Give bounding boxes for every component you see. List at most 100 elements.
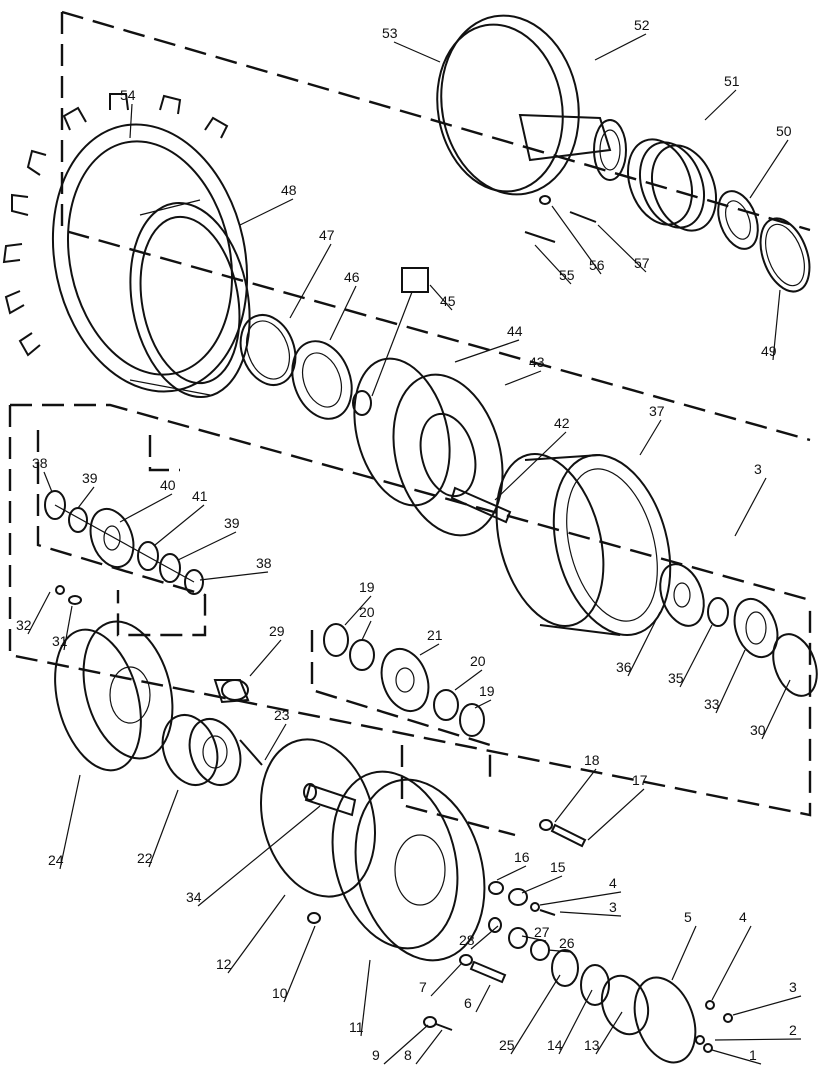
callout-3: 3 xyxy=(754,461,762,477)
callout-13: 13 xyxy=(584,1037,600,1053)
leader-line-10 xyxy=(283,925,316,1003)
ring-49 xyxy=(759,217,811,293)
leader-line-12 xyxy=(227,894,286,974)
seal-group xyxy=(627,138,717,232)
callout-48: 48 xyxy=(281,182,297,198)
callout-18: 18 xyxy=(584,752,600,768)
washer-31 xyxy=(68,595,82,605)
leader-line-4 xyxy=(711,925,752,1001)
callout-5: 5 xyxy=(684,909,692,925)
washer-18 xyxy=(539,819,553,831)
spacer-35 xyxy=(707,597,729,627)
callout-36: 36 xyxy=(616,659,632,675)
leader-line-31 xyxy=(63,605,73,651)
leader-line-26 xyxy=(547,949,572,953)
leader-line-33 xyxy=(715,649,746,714)
callout-39: 39 xyxy=(82,470,98,486)
callout-21: 21 xyxy=(427,627,443,643)
leader-line-39 xyxy=(177,531,237,561)
callout-11: 11 xyxy=(349,1019,364,1035)
leader-line-41 xyxy=(154,504,205,546)
callout-17: 17 xyxy=(632,772,648,788)
callout-57: 57 xyxy=(634,255,650,271)
o-ring-12 xyxy=(259,738,377,898)
callout-12: 12 xyxy=(216,956,232,972)
bearing-cup-47 xyxy=(239,314,297,386)
callout-51: 51 xyxy=(724,73,740,89)
callout-39: 39 xyxy=(224,515,240,531)
leader-line-57 xyxy=(597,224,647,273)
callout-37: 37 xyxy=(649,403,665,419)
leader-line-27 xyxy=(521,935,547,942)
leader-line-36 xyxy=(627,611,661,677)
leader-line-22 xyxy=(148,789,179,868)
leader-line-45 xyxy=(429,284,453,311)
callout-10: 10 xyxy=(272,985,288,1001)
callout-24: 24 xyxy=(48,852,64,868)
leader-line-18 xyxy=(554,768,597,823)
bearing-50 xyxy=(717,190,759,250)
callout-28: 28 xyxy=(459,932,475,948)
o-ring-44 xyxy=(353,357,451,507)
callout-4: 4 xyxy=(609,875,617,891)
bolt-17 xyxy=(550,823,587,848)
leader-line-24 xyxy=(59,774,81,870)
leader-line-43 xyxy=(504,370,542,386)
leader-line-37 xyxy=(639,419,662,456)
cover-fasteners xyxy=(695,1000,733,1053)
carrier-24 xyxy=(54,620,174,772)
callout-53: 53 xyxy=(382,25,398,41)
callout-40: 40 xyxy=(160,477,176,493)
fill-plug-assembly xyxy=(488,881,556,916)
ring-30 xyxy=(772,633,818,697)
callout-32: 32 xyxy=(16,617,32,633)
bearing-cone-46 xyxy=(291,340,353,420)
callout-49: 49 xyxy=(761,343,777,359)
callout-20: 20 xyxy=(359,604,375,620)
gear-43 xyxy=(392,373,504,537)
snap-ring-45 xyxy=(352,267,429,416)
drive-hub xyxy=(436,14,627,196)
leader-line-9 xyxy=(383,1024,429,1065)
leader-line-13 xyxy=(595,1011,623,1055)
leader-line-52 xyxy=(594,33,647,61)
leader-line-16 xyxy=(496,865,527,881)
leader-line-3 xyxy=(732,995,802,1016)
callout-19: 19 xyxy=(359,579,375,595)
leader-line-34 xyxy=(197,805,321,907)
callout-29: 29 xyxy=(269,623,285,639)
leader-line-25 xyxy=(510,974,561,1055)
bolt-6 xyxy=(459,954,507,984)
callout-56: 56 xyxy=(589,257,605,273)
callout-30: 30 xyxy=(750,722,766,738)
thrust-washer-36 xyxy=(659,563,705,627)
callout-15: 15 xyxy=(550,859,566,875)
callout-8: 8 xyxy=(404,1047,412,1063)
leader-line-20 xyxy=(361,620,372,641)
callout-34: 34 xyxy=(186,889,202,905)
shaft-34 xyxy=(303,783,357,817)
leader-line-54 xyxy=(129,103,133,139)
hub-bolts xyxy=(524,195,597,243)
leader-line-15 xyxy=(521,875,563,894)
callout-38: 38 xyxy=(32,455,48,471)
leader-line-42 xyxy=(494,431,567,501)
bolt-32 xyxy=(55,585,65,595)
callout-31: 31 xyxy=(52,633,68,649)
leader-line-35 xyxy=(679,624,713,688)
cover-housing-11 xyxy=(331,770,486,962)
callout-19: 19 xyxy=(479,683,495,699)
callout-52: 52 xyxy=(634,17,650,33)
leader-line-17 xyxy=(587,788,645,841)
callout-41: 41 xyxy=(192,488,208,504)
hub xyxy=(129,199,251,399)
leader-line-51 xyxy=(704,89,737,121)
leader-line-38 xyxy=(199,571,269,581)
leader-line-7 xyxy=(430,962,463,997)
o-ring-10 xyxy=(307,912,321,924)
leader-line-6 xyxy=(475,984,491,1013)
leader-line-11 xyxy=(360,959,371,1037)
leader-line-4 xyxy=(539,891,622,906)
callout-16: 16 xyxy=(514,849,530,865)
